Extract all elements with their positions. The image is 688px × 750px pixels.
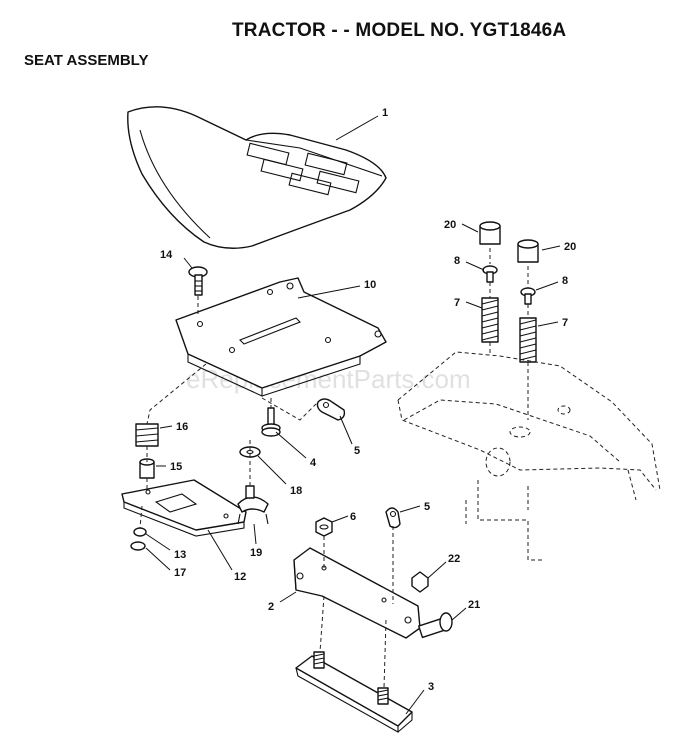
clip-part bbox=[316, 398, 346, 421]
callout-13: 13 bbox=[174, 549, 186, 561]
leader-lines bbox=[145, 115, 561, 715]
seat-part bbox=[127, 106, 387, 249]
bolt-part bbox=[482, 265, 536, 305]
tractor-frame-outline bbox=[397, 351, 661, 561]
spacer-part bbox=[479, 221, 539, 263]
bolt-washer-part bbox=[261, 407, 281, 437]
callout-2: 2 bbox=[268, 601, 274, 613]
callout-12: 12 bbox=[234, 571, 246, 583]
callout-16: 16 bbox=[176, 421, 188, 433]
callout-4: 4 bbox=[310, 457, 317, 469]
callout-5: 5 bbox=[424, 501, 430, 513]
callout-1: 1 bbox=[382, 107, 388, 119]
callout-19: 19 bbox=[250, 547, 262, 559]
clip-part bbox=[385, 507, 401, 529]
bracket-plate-part bbox=[121, 479, 247, 537]
assembly-lines bbox=[139, 248, 529, 689]
section-title: SEAT ASSEMBLY bbox=[24, 52, 149, 69]
callout-8: 8 bbox=[562, 275, 568, 287]
callout-labels: 1 20 20 14 10 8 8 7 7 16 15 4 5 18 6 5 1… bbox=[160, 107, 576, 693]
bottom-plate-part bbox=[295, 651, 413, 733]
knob-part bbox=[237, 485, 269, 525]
callout-6: 6 bbox=[350, 511, 356, 523]
callout-22: 22 bbox=[448, 553, 460, 565]
callout-10: 10 bbox=[364, 279, 376, 291]
nut-washer-part bbox=[130, 527, 147, 551]
mounting-bracket-part bbox=[293, 547, 421, 639]
callout-5: 5 bbox=[354, 445, 360, 457]
callout-8: 8 bbox=[454, 255, 460, 267]
nut-part bbox=[315, 517, 333, 537]
callout-21: 21 bbox=[468, 599, 480, 611]
callout-3: 3 bbox=[428, 681, 434, 693]
callout-18: 18 bbox=[290, 485, 302, 497]
seat-pan-plate-part bbox=[175, 277, 387, 397]
callout-17: 17 bbox=[174, 567, 186, 579]
spring-part bbox=[135, 423, 159, 447]
shoulder-bolt-part bbox=[418, 612, 453, 639]
callout-7: 7 bbox=[454, 297, 460, 309]
callout-15: 15 bbox=[170, 461, 182, 473]
callout-14: 14 bbox=[160, 249, 173, 261]
callout-20: 20 bbox=[564, 241, 576, 253]
page-title: TRACTOR - - MODEL NO. YGT1846A bbox=[232, 20, 567, 41]
callout-20: 20 bbox=[444, 219, 456, 231]
carriage-bolt-part bbox=[188, 266, 208, 296]
nut-part bbox=[411, 571, 429, 593]
callout-7: 7 bbox=[562, 317, 568, 329]
